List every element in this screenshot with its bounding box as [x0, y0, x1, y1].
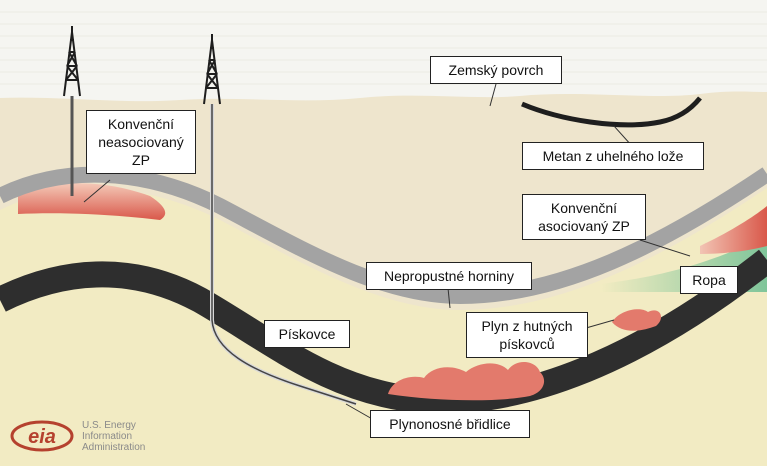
eia-org-line-3: Administration — [82, 442, 145, 453]
label-tight-sand-gas: Plyn z hutných pískovců — [466, 312, 588, 358]
label-oil: Ropa — [680, 266, 738, 294]
label-conventional-associated-gas: Konvenční asociovaný ZP — [522, 194, 646, 240]
label-nonassoc-line-3: ZP — [95, 151, 187, 169]
label-earth-surface: Zemský povrch — [430, 56, 562, 84]
label-coalbed-methane: Metan z uhelného lože — [522, 142, 704, 170]
label-sandstone-text: Pískovce — [273, 325, 341, 343]
label-sandstone: Pískovce — [264, 320, 350, 348]
eia-logo-text: eia — [28, 426, 56, 448]
eia-logo: eia U.S. Energy Information Administrati… — [8, 414, 178, 460]
label-tight-line-1: Plyn z hutných — [475, 317, 579, 335]
label-tight-line-2: pískovců — [475, 335, 579, 353]
label-impermeable-text: Nepropustné horniny — [375, 267, 523, 285]
label-oil-text: Ropa — [689, 271, 729, 289]
label-gas-rich-shale: Plynonosné břidlice — [370, 410, 530, 438]
label-assoc-line-1: Konvenční — [531, 199, 637, 217]
label-earth-surface-text: Zemský povrch — [439, 61, 553, 79]
eia-org-line-2: Information — [82, 431, 145, 442]
label-conventional-nonassociated-gas: Konvenční neasociovaný ZP — [86, 110, 196, 174]
label-shale-text: Plynonosné břidlice — [379, 415, 521, 433]
label-impermeable-rocks: Nepropustné horniny — [366, 262, 532, 290]
eia-organization: U.S. Energy Information Administration — [82, 420, 145, 453]
label-nonassoc-line-2: neasociovaný — [95, 133, 187, 151]
eia-org-line-1: U.S. Energy — [82, 420, 145, 431]
label-nonassoc-line-1: Konvenční — [95, 115, 187, 133]
eia-logo-mark: eia — [8, 414, 78, 460]
label-coalbed-methane-text: Metan z uhelného lože — [531, 147, 695, 165]
label-assoc-line-2: asociovaný ZP — [531, 217, 637, 235]
